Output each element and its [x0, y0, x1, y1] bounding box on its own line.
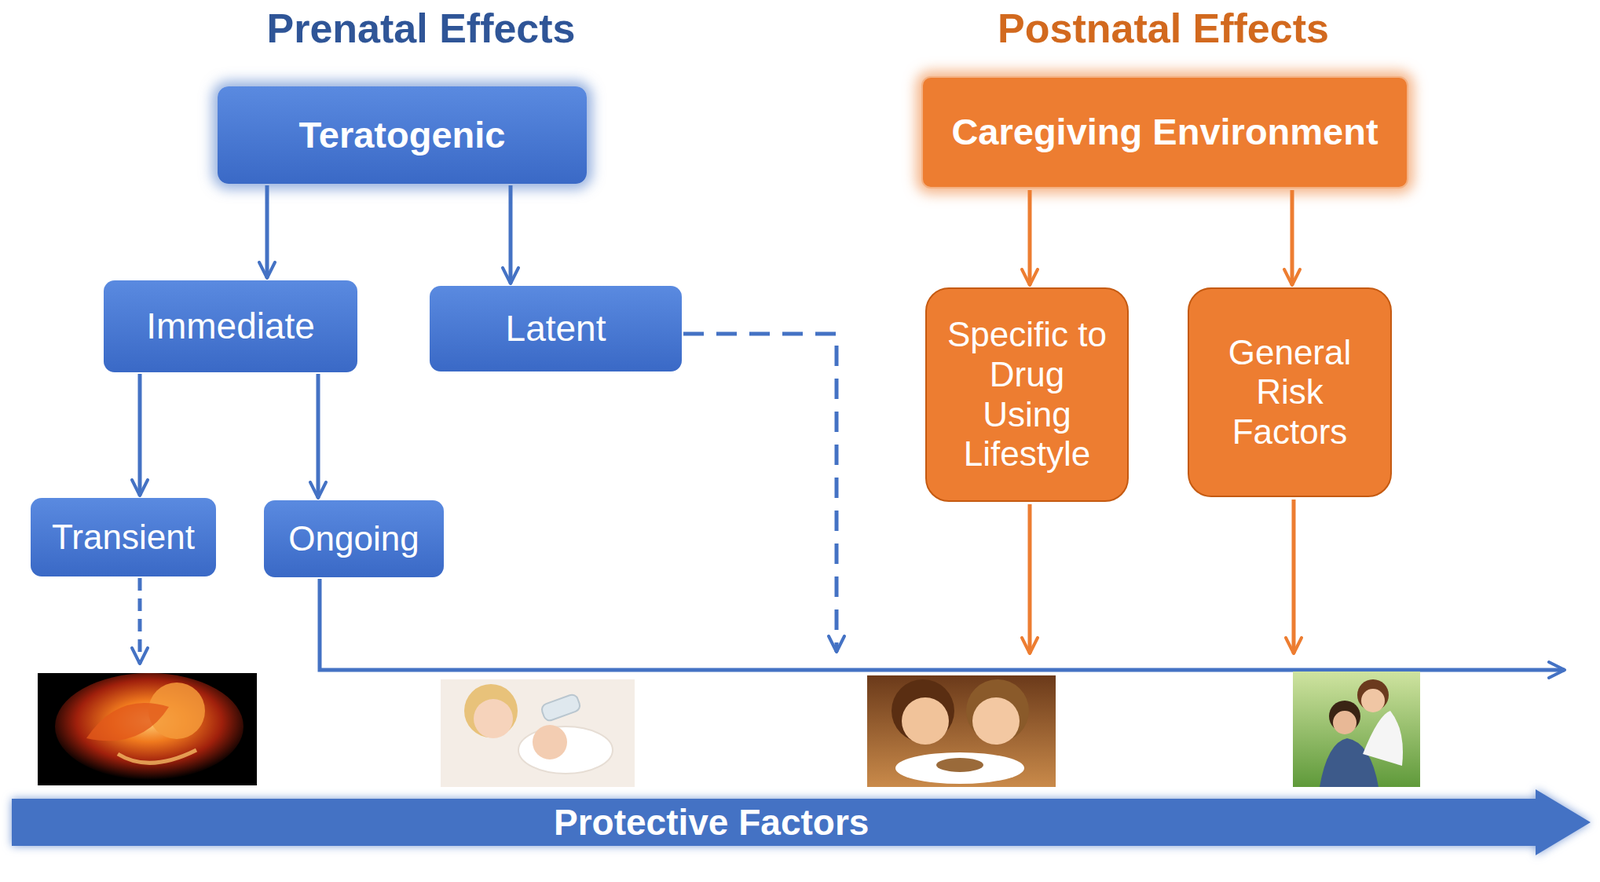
box-label: Ongoing	[288, 519, 419, 560]
protective-band-arrow: Protective Factors	[11, 789, 1593, 856]
process-box: Caregiving Environment	[921, 76, 1409, 189]
fetus-picture	[37, 673, 257, 786]
box-label: Teratogenic	[299, 113, 506, 157]
timeline-arrow	[319, 578, 1565, 671]
connector-arrow	[265, 185, 270, 279]
process-box: Specific to Drug Using Lifestyle	[925, 287, 1129, 502]
connector-arrow	[1028, 190, 1033, 286]
process-box: Teratogenic	[217, 86, 587, 184]
connector-arrow	[316, 373, 321, 498]
box-label: General Risk Factors	[1203, 333, 1377, 453]
band-arrow-fill	[11, 789, 1591, 856]
postnatal-arrow	[1028, 504, 1033, 654]
couple-picture	[1292, 671, 1421, 788]
connector-arrow	[1290, 190, 1295, 286]
section-heading: Postnatal Effects	[997, 4, 1330, 52]
process-box: General Risk Factors	[1187, 287, 1392, 498]
process-box: Transient	[30, 497, 217, 577]
section-heading: Prenatal Effects	[266, 4, 575, 52]
process-box: Immediate	[103, 280, 358, 373]
transient-dashed-arrow	[138, 578, 143, 664]
box-label: Transient	[51, 517, 195, 558]
process-box: Latent	[429, 285, 682, 372]
postnatal-arrow	[1292, 499, 1297, 654]
latent-dashed-arrow	[683, 333, 837, 652]
connector-arrow	[138, 373, 143, 496]
feeding-picture	[440, 679, 635, 788]
box-label: Immediate	[146, 305, 315, 348]
kids-picture	[867, 675, 1056, 788]
box-label: Protective Factors	[553, 801, 869, 844]
box-label: Specific to Drug Using Lifestyle	[940, 314, 1114, 474]
box-label: Latent	[505, 307, 607, 350]
connector-arrow	[508, 185, 513, 284]
process-box: Ongoing	[263, 500, 444, 578]
box-label: Caregiving Environment	[951, 110, 1378, 154]
